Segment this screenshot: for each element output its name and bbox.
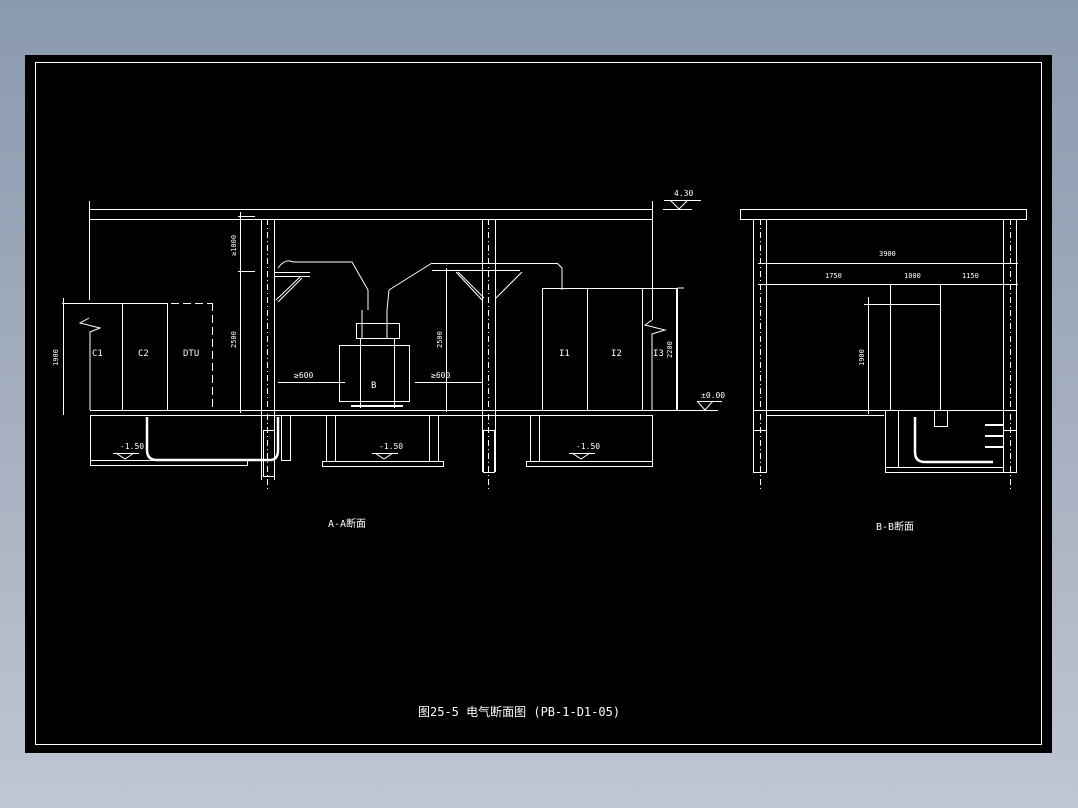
caption-aa: A-A断面	[328, 517, 366, 530]
elevation-pit-1: -1.50	[120, 442, 144, 451]
elevation-pit-3: -1.50	[576, 442, 600, 451]
drawing-title: 图25-5 电气断面图 (PB-1-D1-05)	[418, 704, 620, 719]
dim-right-height: 2200	[666, 341, 674, 358]
dim-bb-seg-2: 1000	[904, 272, 921, 280]
cabinet-label-c1: C1	[92, 349, 103, 359]
dim-bb-seg-1: 1750	[825, 272, 842, 280]
transformer-label: B	[371, 381, 376, 391]
cabinet-label-i3: I3	[653, 349, 664, 359]
section-bb	[740, 209, 1027, 490]
cabinet-label-i2: I2	[611, 349, 622, 359]
clearance-left: ≥600	[294, 371, 313, 380]
cabinet-label-c2: C2	[138, 349, 149, 359]
dim-bb-seg-3: 1150	[962, 272, 979, 280]
drawing-frame	[35, 62, 1042, 745]
dim-cabinet-height-left: 1900	[52, 349, 60, 366]
section-aa	[62, 199, 722, 490]
dim-left-height: 2500	[230, 331, 238, 348]
cabinets-right	[542, 287, 684, 411]
dim-bb-height: 1900	[858, 349, 866, 366]
elevation-pit-2: -1.50	[379, 442, 403, 451]
caption-bb: B-B断面	[876, 520, 914, 533]
clearance-right: ≥600	[431, 371, 450, 380]
elevation-roof: 4.30	[674, 189, 693, 198]
dim-bb-total: 3900	[879, 250, 896, 258]
cabinet-label-i1: I1	[559, 349, 570, 359]
drawing-sheet: C1 C2 DTU B I1 I2 I3 ≥600 ≥600 4.30 ±0.0…	[25, 55, 1052, 753]
cad-drawing: C1 C2 DTU B I1 I2 I3 ≥600 ≥600 4.30 ±0.0…	[35, 62, 1042, 745]
cabinets-left	[62, 298, 213, 415]
dim-mid-height: 2500	[436, 331, 444, 348]
cable-pits	[90, 415, 653, 477]
column-middle	[482, 219, 496, 490]
cabinet-label-dtu: DTU	[183, 349, 199, 359]
transformer	[339, 310, 410, 408]
elevation-floor: ±0.00	[701, 391, 725, 400]
dim-top-clearance: ≥1000	[230, 235, 238, 256]
